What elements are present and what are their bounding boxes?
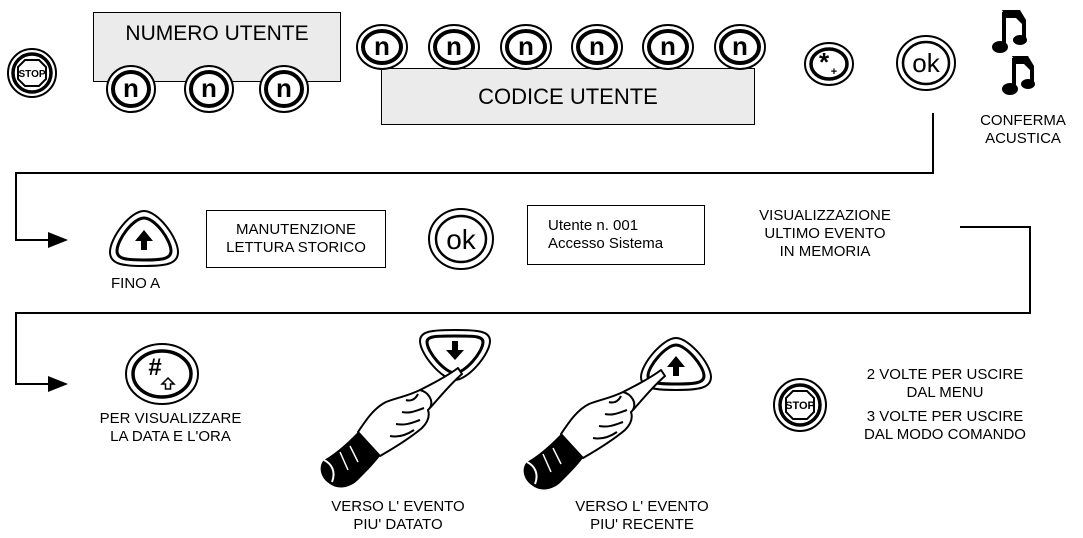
ok-key-label: ok [446, 224, 477, 255]
n-key-label: n [201, 73, 217, 103]
ok-key[interactable]: ok [427, 207, 495, 271]
display-line-2: Accesso Sistema [548, 235, 664, 252]
pointing-hand-icon [513, 362, 673, 497]
ultimo-evento-line: ULTIMO EVENTO [764, 225, 886, 242]
per-visualizzare-line: PER VISUALIZZARE [99, 410, 242, 427]
manutenzione-line: MANUTENZIONE [236, 221, 356, 238]
in-memoria-line: IN MEMORIA [779, 243, 871, 260]
visualizzazione-label: VISUALIZZAZIONE ULTIMO EVENTO IN MEMORIA [735, 207, 915, 261]
fino-a-label: FINO A [111, 275, 161, 292]
star-key[interactable]: * + [803, 40, 855, 88]
verso-evento-recente-label: VERSO L' EVENTO PIU' RECENTE [567, 498, 717, 534]
arrow-up-icon [667, 356, 685, 376]
verso-evento-datato-label: VERSO L' EVENTO PIU' DATATO [323, 498, 473, 534]
conferma-line: CONFERMA [980, 112, 1066, 129]
n-key[interactable]: n [258, 63, 310, 115]
n-key[interactable]: n [105, 63, 157, 115]
lettura-storico-line: LETTURA STORICO [226, 239, 366, 256]
stop-2-line-2: DAL MENU [906, 384, 984, 401]
numero-utente-label: NUMERO UTENTE [125, 22, 309, 45]
flow-arrow-icon [48, 376, 68, 392]
n-key-label: n [660, 31, 676, 61]
acustica-line: ACUSTICA [985, 130, 1061, 147]
arrow-up-key[interactable] [106, 208, 182, 270]
n-key[interactable]: n [427, 22, 481, 72]
stop-key[interactable]: STOP [772, 377, 828, 433]
piu-datato-line: PIU' DATATO [353, 516, 443, 533]
stop-2-line-1: 2 VOLTE PER USCIRE [866, 366, 1024, 383]
flow-arrow-icon [48, 232, 68, 248]
codice-utente-box [381, 68, 755, 125]
n-key-label: n [276, 73, 292, 103]
n-key[interactable]: n [355, 22, 409, 72]
manutenzione-box: MANUTENZIONE LETTURA STORICO [206, 210, 386, 268]
n-key-label: n [374, 31, 390, 61]
per-visualizzare-label: PER VISUALIZZARE LA DATA E L'ORA [78, 410, 263, 446]
n-key[interactable]: n [183, 63, 235, 115]
verso-evento-line: VERSO L' EVENTO [331, 498, 465, 515]
music-note-icon [990, 6, 1050, 96]
ok-key-label: ok [912, 48, 940, 78]
arrow-up-icon [135, 230, 153, 250]
n-key[interactable]: n [570, 22, 624, 72]
n-key-label: n [123, 73, 139, 103]
data-ora-line: LA DATA E L'ORA [110, 428, 231, 445]
stop-key[interactable]: STOP [6, 47, 58, 99]
star-key-label: * [819, 47, 830, 77]
n-key-label: n [589, 31, 605, 61]
n-key[interactable]: n [499, 22, 553, 72]
display-box: Utente n. 001 Accesso Sistema [527, 205, 705, 265]
plus-key-label: + [831, 66, 837, 78]
n-key-label: n [518, 31, 534, 61]
n-key-label: n [732, 31, 748, 61]
n-key-label: n [446, 31, 462, 61]
hash-key[interactable]: # [124, 342, 200, 406]
arrow-down-key[interactable] [416, 328, 494, 382]
visualizzazione-line: VISUALIZZAZIONE [759, 207, 891, 224]
arrow-down-icon [446, 341, 464, 360]
pointing-hand-icon [310, 360, 470, 495]
hash-key-label: # [148, 354, 161, 381]
ok-key[interactable]: ok [895, 34, 957, 92]
stop-3-line-2: DAL MODO COMANDO [864, 426, 1026, 443]
codice-utente-label: CODICE UTENTE [478, 84, 658, 109]
verso-evento-line: VERSO L' EVENTO [575, 498, 709, 515]
stop-3-line-1: 3 VOLTE PER USCIRE [866, 408, 1024, 425]
display-line-1: Utente n. 001 [548, 217, 639, 234]
conferma-acustica-label: CONFERMA ACUSTICA [968, 112, 1078, 148]
arrow-up-icon [160, 376, 176, 390]
stop-instructions-label: 2 VOLTE PER USCIRE DAL MENU 3 VOLTE PER … [840, 366, 1050, 444]
stop-key-label: STOP [18, 69, 45, 80]
n-key[interactable]: n [713, 22, 767, 72]
stop-key-label: STOP [785, 400, 815, 412]
piu-recente-line: PIU' RECENTE [590, 516, 694, 533]
n-key[interactable]: n [641, 22, 695, 72]
